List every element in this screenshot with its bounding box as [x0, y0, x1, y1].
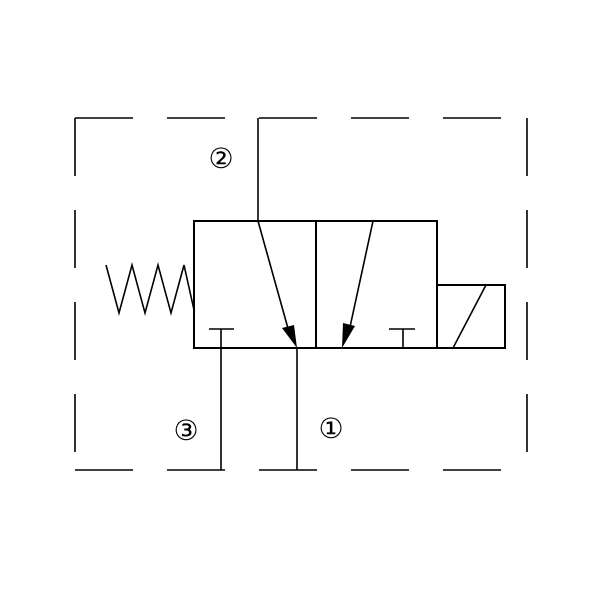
- port-1-label: ①: [318, 412, 343, 445]
- flow-arrow-right: [342, 220, 374, 348]
- port-2-label: ②: [208, 142, 233, 175]
- spring-symbol: [105, 261, 195, 317]
- flow-arrow-left: [257, 220, 297, 348]
- blocked-port-symbol-right: [389, 328, 415, 348]
- solenoid-symbol: [436, 284, 506, 349]
- blocked-port-symbol-left: [209, 328, 234, 348]
- enclosure-dashed-border: [74, 117, 528, 471]
- port-3-label: ③: [173, 414, 198, 447]
